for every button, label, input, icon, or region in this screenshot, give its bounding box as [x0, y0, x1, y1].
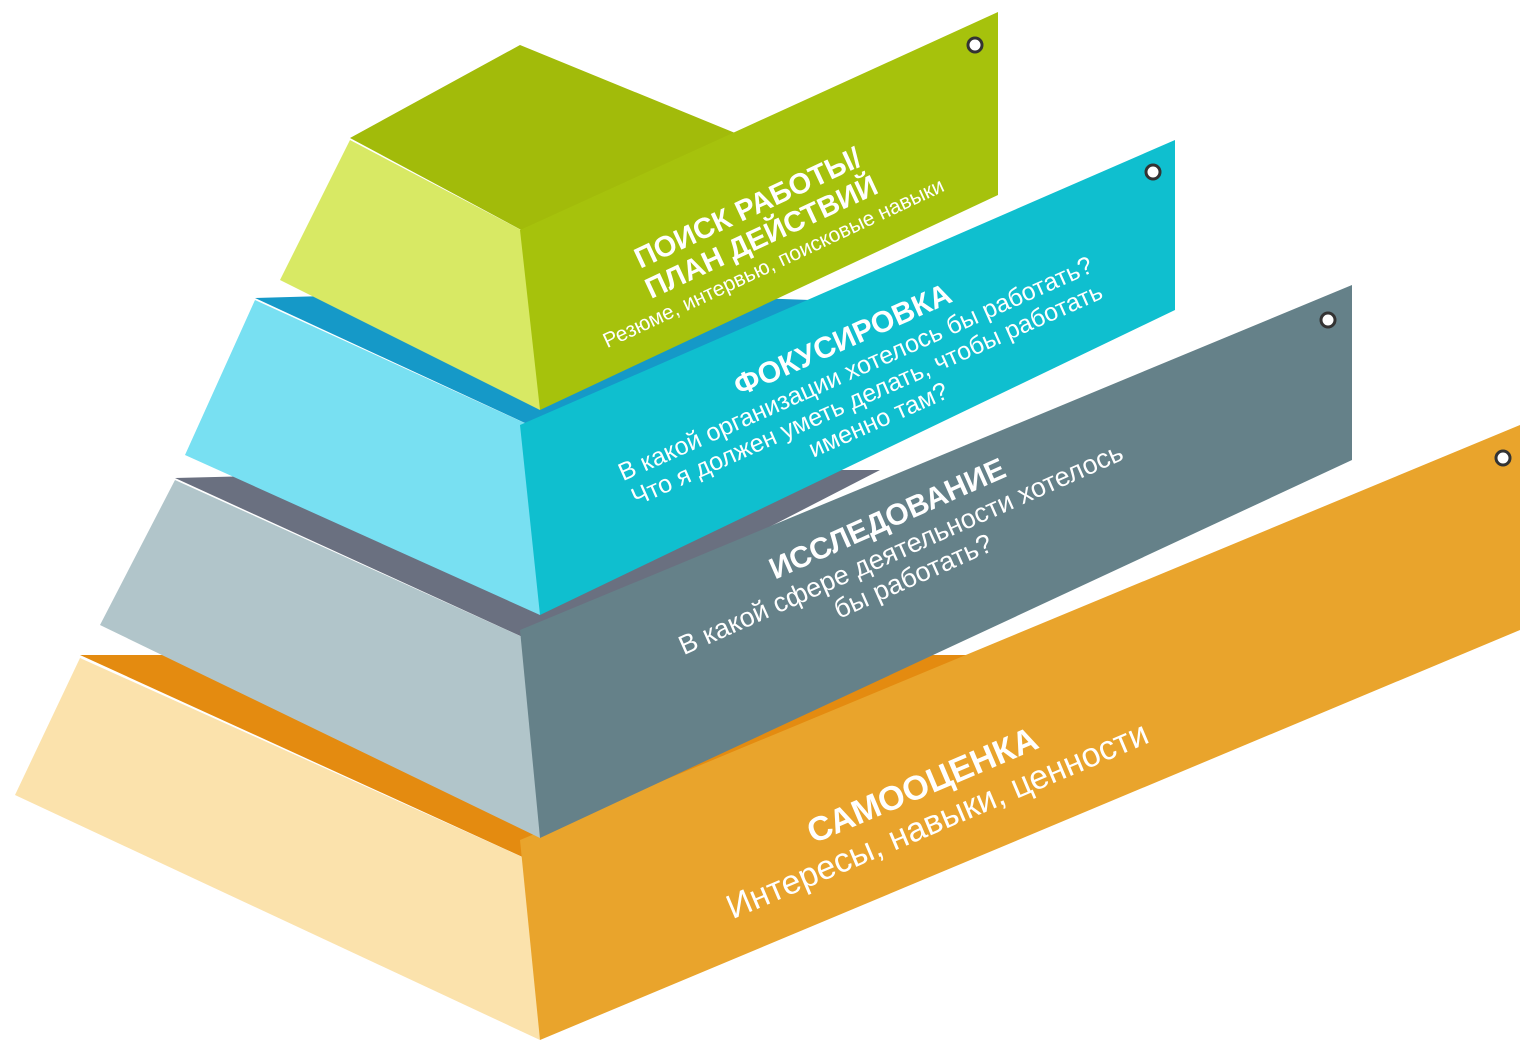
pin-icon	[1319, 311, 1337, 329]
pin-icon	[1144, 163, 1162, 181]
tier-research-front-face	[520, 285, 1352, 838]
tier-job-search-top	[350, 45, 740, 240]
pin-icon	[1494, 449, 1512, 467]
tier-job-search	[280, 12, 998, 410]
tier-focusing-left-face	[185, 300, 540, 615]
tier-research-left-face	[100, 480, 540, 838]
tier-job-search-left-face	[280, 140, 540, 410]
pin-icon	[966, 36, 984, 54]
tier-focusing-front-face	[520, 140, 1175, 615]
tier-job-search-front-face	[520, 12, 998, 410]
tier-self-assessment-front-face	[520, 425, 1520, 1040]
tier-self-assessment-left-face	[15, 658, 540, 1040]
